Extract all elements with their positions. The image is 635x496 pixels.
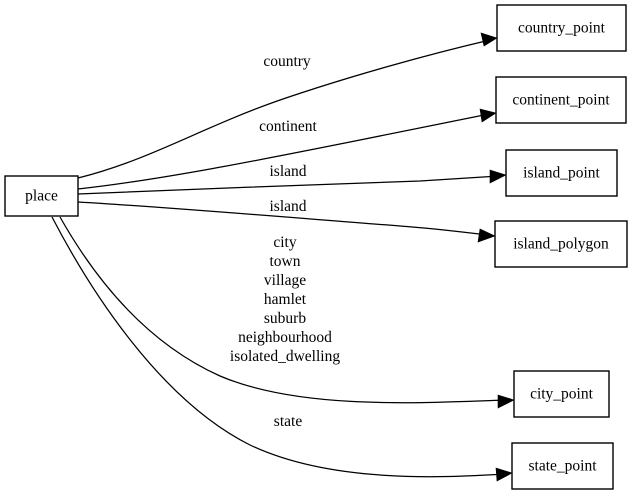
edge-state — [51, 216, 513, 482]
node-island-polygon-rect[interactable] — [494, 220, 628, 268]
edge-label-city-line-4: suburb — [264, 310, 306, 327]
node-island-point-rect[interactable] — [505, 149, 618, 197]
edge-label-city-line-0: city — [273, 234, 296, 251]
edge-island-point — [77, 169, 507, 195]
edge-country — [77, 32, 498, 179]
node-island-polygon-label: island_polygon — [513, 236, 609, 253]
edge-state-arrowhead — [495, 467, 513, 482]
nodes-group: place country_point continent_point isla… — [4, 4, 628, 490]
edge-labels-group: country continent island island city tow… — [230, 53, 340, 430]
node-place[interactable]: place — [4, 175, 79, 217]
edge-label-state: state — [274, 413, 303, 430]
node-continent-point-rect[interactable] — [495, 76, 627, 124]
node-city-point[interactable]: city_point — [513, 370, 610, 418]
node-country-point-rect[interactable] — [496, 4, 627, 52]
node-country-point-label: country_point — [518, 20, 606, 37]
edge-state-path — [51, 216, 506, 478]
edge-label-island-point: island — [269, 163, 306, 180]
edge-city-path — [59, 216, 508, 404]
edge-label-continent: continent — [259, 118, 317, 135]
edge-label-city-block: city town village hamlet suburb neighbou… — [230, 234, 340, 365]
node-continent-point-label: continent_point — [512, 92, 610, 109]
edge-label-island-polygon: island — [269, 198, 306, 215]
edge-continent-path — [77, 113, 490, 190]
edge-label-city-line-1: town — [270, 253, 301, 270]
edge-continent — [77, 108, 497, 190]
edge-island-point-path — [77, 175, 500, 195]
edge-city-arrowhead — [497, 394, 515, 409]
node-island-polygon[interactable]: island_polygon — [494, 220, 628, 268]
node-state-point[interactable]: state_point — [511, 442, 614, 490]
edges-group — [51, 32, 515, 482]
node-place-rect[interactable] — [4, 175, 79, 217]
node-continent-point[interactable]: continent_point — [495, 76, 627, 124]
edge-label-city-line-3: hamlet — [264, 291, 307, 308]
edge-label-city-line-5: neighbourhood — [238, 329, 332, 346]
node-state-point-label: state_point — [528, 458, 597, 475]
edge-label-city-line-6: isolated_dwelling — [230, 348, 340, 365]
node-city-point-rect[interactable] — [513, 370, 610, 418]
edge-country-arrowhead — [480, 32, 498, 47]
edge-country-path — [77, 39, 491, 179]
node-place-label: place — [25, 188, 58, 205]
edge-island-polygon-arrowhead — [477, 228, 496, 243]
edge-city — [59, 216, 515, 409]
edge-island-polygon-path — [77, 201, 489, 236]
edge-island-polygon — [77, 201, 496, 243]
node-city-point-label: city_point — [530, 386, 594, 403]
node-island-point-label: island_point — [523, 165, 600, 182]
edge-label-city-line-2: village — [264, 272, 306, 289]
node-country-point[interactable]: country_point — [496, 4, 627, 52]
edge-continent-arrowhead — [479, 108, 497, 123]
node-island-point[interactable]: island_point — [505, 149, 618, 197]
edge-label-country: country — [263, 53, 311, 70]
edge-island-point-arrowhead — [489, 169, 507, 184]
node-state-point-rect[interactable] — [511, 442, 614, 490]
